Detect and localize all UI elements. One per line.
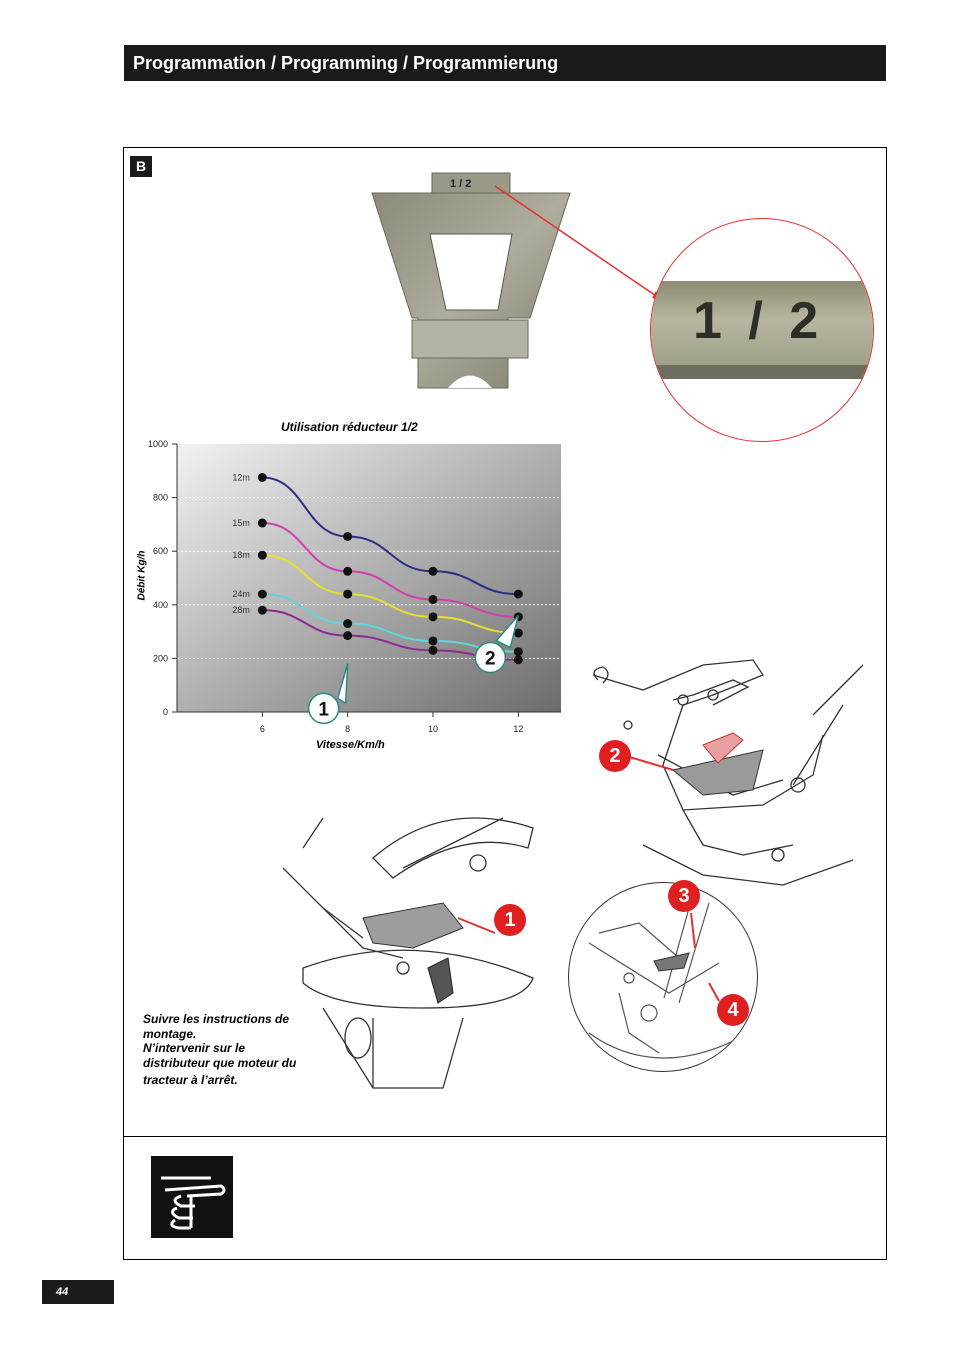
plate-marking: 1 / 2 — [450, 178, 471, 190]
note-line: N’intervenir sur le — [143, 1041, 246, 1055]
step2-plate — [671, 749, 764, 796]
frame-divider — [124, 1136, 886, 1137]
callout-1-label: 1 — [318, 699, 329, 720]
zoom-marking: 1 / 2 — [693, 292, 825, 350]
data-point — [257, 589, 267, 599]
series-label: 15m — [232, 518, 250, 528]
callout-pointer-2 — [495, 615, 520, 649]
note-line: tracteur à l’arrêt. — [143, 1073, 238, 1087]
x-tick-label: 10 — [428, 724, 438, 734]
callout-pointer-1 — [336, 663, 349, 705]
callout-2-label: 2 — [485, 649, 496, 670]
y-tick-label: 200 — [153, 653, 168, 663]
page-number: 44 — [56, 1286, 69, 1298]
series-line — [262, 554, 519, 634]
data-point — [428, 594, 438, 604]
x-tick-label: 6 — [260, 724, 265, 734]
data-point — [343, 589, 353, 599]
data-point — [257, 518, 267, 528]
callout-1 — [307, 692, 340, 725]
zoom-plate-shadow — [651, 365, 873, 379]
data-point — [428, 566, 438, 576]
y-tick-label: 400 — [153, 600, 168, 610]
series-label: 18m — [232, 550, 250, 560]
series-label: 12m — [232, 473, 250, 483]
header-bar: Programmation / Programming / Programmie… — [124, 45, 886, 81]
series-label: 24m — [232, 589, 250, 599]
safety-note: Suivre les instructions de montage. N’in… — [143, 1012, 333, 1088]
data-point — [257, 605, 267, 615]
data-point — [428, 645, 438, 655]
y-tick-label: 1000 — [148, 439, 168, 449]
step-callout-4: 4 — [717, 994, 749, 1026]
data-point — [343, 531, 353, 541]
chart-xlabel: Vitesse/Km/h — [316, 739, 385, 751]
step-callout-3: 3 — [668, 880, 700, 912]
data-point — [513, 628, 523, 638]
data-point — [257, 473, 267, 482]
illustration-step-3-4-drawing — [588, 902, 750, 1059]
y-tick-label: 0 — [163, 707, 168, 717]
note-line: montage. — [143, 1026, 197, 1041]
illustration-step-1 — [282, 817, 534, 1089]
series-line — [262, 609, 519, 661]
content-frame: B — [123, 147, 887, 1260]
data-point — [513, 589, 523, 599]
data-point — [428, 612, 438, 622]
data-point — [513, 655, 523, 665]
zoom-plate-edge — [651, 281, 873, 377]
series-line — [262, 593, 519, 653]
step1-plate — [362, 902, 464, 949]
illustration-step-2 — [592, 659, 864, 886]
hand-pointer-icon — [151, 1156, 233, 1238]
step-callout-1: 1 — [494, 904, 526, 936]
step-callout-2: 2 — [599, 740, 631, 772]
data-point — [428, 636, 438, 646]
callout-2 — [474, 641, 507, 674]
page-title: Programmation / Programming / Programmie… — [133, 53, 559, 73]
plot-area — [177, 444, 561, 712]
data-point — [257, 550, 267, 560]
x-tick-label: 8 — [345, 724, 350, 734]
data-point — [343, 619, 353, 629]
illustration-step-3-4 — [568, 882, 758, 1072]
data-point — [513, 647, 523, 657]
series-line — [262, 476, 519, 596]
chart-title: Utilisation réducteur 1/2 — [281, 420, 418, 434]
note-line: distributeur que moteur du — [143, 1055, 297, 1070]
data-point — [343, 631, 353, 641]
step2-arrow — [702, 732, 744, 764]
series-line — [262, 522, 519, 618]
section-badge: B — [130, 156, 152, 177]
reducer-plate-image: 1 / 2 — [371, 172, 571, 389]
x-tick-label: 12 — [513, 724, 523, 734]
zoom-magnifier: 1 / 2 — [650, 218, 874, 442]
y-tick-label: 600 — [153, 546, 168, 556]
data-point — [343, 566, 353, 576]
page-number-badge: 44 — [42, 1280, 114, 1304]
series-label: 28m — [232, 605, 250, 615]
note-line: Suivre les instructions de — [143, 1012, 290, 1026]
y-tick-label: 800 — [153, 493, 168, 503]
